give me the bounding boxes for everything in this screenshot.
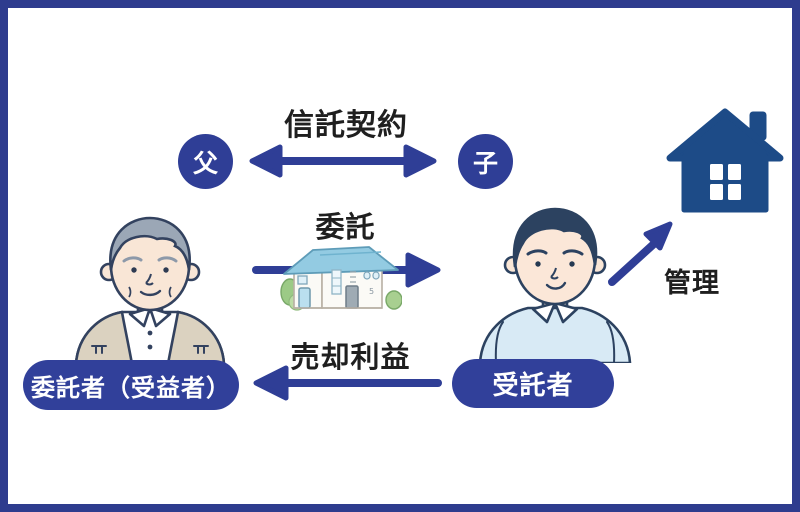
father-node-label: 父 [192,148,218,178]
child-node-label: 子 [472,148,498,178]
entrust-label: 委託 [315,210,376,244]
sale-profit-left-arrow-icon [253,365,442,401]
house-icon [666,108,784,213]
trustor-pill-label: 委託者（受益者） [31,373,231,402]
trust-contract-label: 信託契約 [284,108,408,143]
trustee-pill: 受託者 [452,359,614,408]
manage-diagonal-arrow-icon [608,221,673,286]
trustee-pill-label: 受託者 [492,371,574,401]
sale-profit-label: 売却利益 [290,340,411,374]
trust-contract-double-arrow-icon [249,144,437,178]
elderly-man-illustration [74,216,226,364]
house-illustration: 5 [280,246,402,311]
child-node: 子 [458,134,513,189]
young-man-illustration [478,207,632,363]
trustor-pill: 委託者（受益者） [23,360,239,410]
house-number-text: 5 [369,287,374,296]
manage-label: 管理 [664,268,720,299]
father-node: 父 [178,134,233,189]
